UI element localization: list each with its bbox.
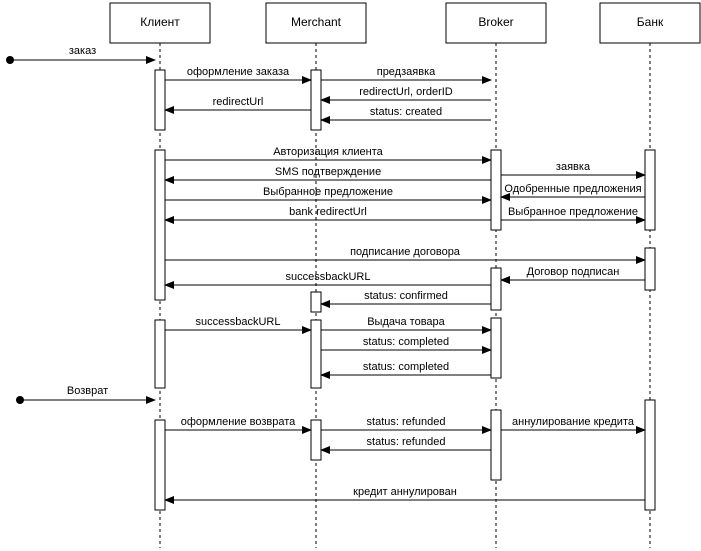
activation-client[interactable] <box>154 319 166 389</box>
message-label: status: refunded <box>367 416 446 428</box>
message-m12[interactable]: bank redirectUrl <box>164 206 491 224</box>
message-label: Договор подписан <box>527 266 620 278</box>
messages: оформление заказа предзаявка redirectUrl, … <box>6 45 646 504</box>
message-label: SMS подтверждение <box>275 166 381 178</box>
activation-merchant[interactable] <box>310 419 322 461</box>
activation-bank[interactable] <box>644 399 656 511</box>
message-label: кредит аннулирован <box>353 486 457 498</box>
message-label: status: completed <box>363 361 449 373</box>
message-m24[interactable]: status: refunded <box>320 436 491 454</box>
participant-label-bank: Банк <box>637 15 664 29</box>
message-label: bank redirectUrl <box>289 206 367 218</box>
activation-client[interactable] <box>154 149 166 301</box>
activation-broker[interactable] <box>490 267 502 311</box>
message-label: оформление заказа <box>187 66 290 78</box>
activation-broker[interactable] <box>490 149 502 231</box>
activation-client[interactable] <box>154 69 166 131</box>
message-label: status: refunded <box>367 436 446 448</box>
participant-broker[interactable]: Broker <box>445 2 547 44</box>
message-m1[interactable]: оформление заказа <box>165 66 312 84</box>
message-label: Авторизация клиента <box>273 146 383 158</box>
message-m9[interactable]: Одобренные предложения <box>500 183 645 201</box>
message-m8[interactable]: SMS подтверждение <box>164 166 491 184</box>
message-m5[interactable]: status: created <box>320 106 491 124</box>
message-label: status: confirmed <box>364 290 448 302</box>
activation-broker[interactable] <box>490 317 502 379</box>
participant-label-broker: Broker <box>478 15 513 29</box>
message-label: redirectUrl, orderID <box>359 86 453 98</box>
participant-label-client: Клиент <box>140 15 180 29</box>
message-m15[interactable]: successbackURL <box>164 271 491 289</box>
message-m3[interactable]: redirectUrl, orderID <box>320 86 491 104</box>
message-m7[interactable]: заявка <box>501 161 646 179</box>
message-m2[interactable]: предзаявка <box>321 66 492 84</box>
message-label: Выбранное предложение <box>263 186 393 198</box>
found-message-order[interactable]: заказ <box>6 45 156 64</box>
message-m18[interactable]: Выдача товара <box>321 316 492 334</box>
activation-broker[interactable] <box>490 409 502 481</box>
participants: Клиент Merchant Broker Банк <box>109 2 701 44</box>
activation-bank[interactable] <box>644 149 656 231</box>
participant-merchant[interactable]: Merchant <box>265 2 367 44</box>
message-m25[interactable]: кредит аннулирован <box>164 486 645 504</box>
message-m11[interactable]: Выбранное предложение <box>501 206 646 224</box>
found-message-return[interactable]: Возврат <box>16 385 156 404</box>
message-label: предзаявка <box>377 66 436 78</box>
activation-client[interactable] <box>154 419 166 511</box>
message-m21[interactable]: оформление возврата <box>165 416 312 434</box>
message-m16[interactable]: status: confirmed <box>320 290 491 308</box>
message-m19[interactable]: status: completed <box>321 336 492 354</box>
message-label: подписание договора <box>350 246 461 258</box>
participant-bank[interactable]: Банк <box>599 2 701 44</box>
participant-label-merchant: Merchant <box>291 15 342 29</box>
message-m10[interactable]: Выбранное предложение <box>165 186 492 204</box>
message-label: successbackURL <box>286 271 371 283</box>
participant-client[interactable]: Клиент <box>109 2 211 44</box>
message-label: аннулирование кредита <box>512 416 635 428</box>
message-label: оформление возврата <box>181 416 296 428</box>
activation-merchant[interactable] <box>310 319 322 389</box>
message-label: Выбранное предложение <box>508 206 638 218</box>
activation-bank[interactable] <box>644 247 656 291</box>
message-m20[interactable]: status: completed <box>320 361 491 379</box>
message-label: Одобренные предложения <box>504 183 641 195</box>
found-message-label: заказ <box>69 45 96 57</box>
message-m14[interactable]: Договор подписан <box>500 266 645 284</box>
message-label: status: completed <box>363 336 449 348</box>
message-m23[interactable]: аннулирование кредита <box>501 416 646 434</box>
message-m17[interactable]: successbackURL <box>165 316 312 334</box>
found-message-label: Возврат <box>67 385 108 397</box>
message-m13[interactable]: подписание договора <box>165 246 646 264</box>
activations <box>154 69 656 511</box>
message-label: redirectUrl <box>213 96 264 108</box>
message-label: status: created <box>370 106 442 118</box>
message-label: Выдача товара <box>367 316 445 328</box>
message-m4[interactable]: redirectUrl <box>164 96 311 114</box>
message-label: successbackURL <box>196 316 281 328</box>
activation-merchant[interactable] <box>310 69 322 131</box>
message-m6[interactable]: Авторизация клиента <box>165 146 492 164</box>
message-m22[interactable]: status: refunded <box>321 416 492 434</box>
message-label: заявка <box>556 161 591 173</box>
activation-merchant[interactable] <box>310 291 322 313</box>
